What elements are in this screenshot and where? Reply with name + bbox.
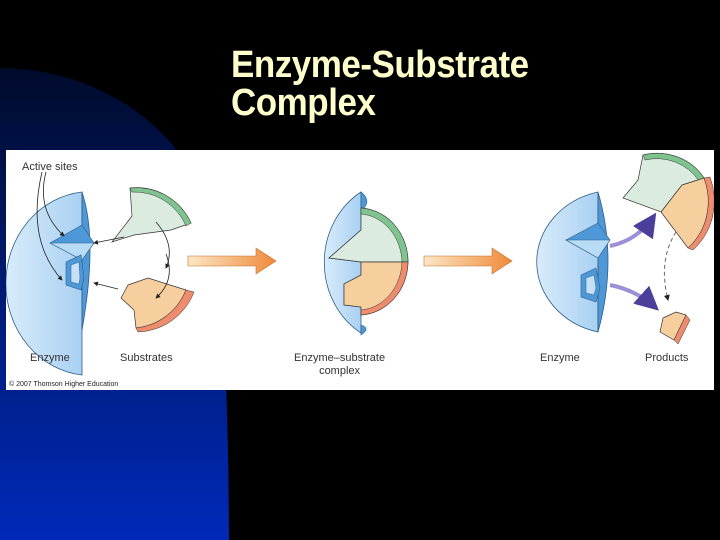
process-arrow-2 bbox=[423, 247, 513, 275]
label-enzyme-right: Enzyme bbox=[540, 352, 580, 364]
label-complex: Enzyme–substrate complex bbox=[294, 352, 385, 378]
copyright-notice: © 2007 Thomson Higher Education bbox=[9, 381, 119, 388]
label-products: Products bbox=[645, 352, 689, 364]
substrate-green bbox=[111, 187, 192, 243]
title-line-2: Complex bbox=[231, 82, 376, 124]
label-enzyme-left: Enzyme bbox=[30, 352, 70, 364]
enzyme-substrate-complex-shape bbox=[323, 191, 409, 336]
slide-title: Enzyme-Substrate Complex bbox=[231, 46, 529, 122]
label-substrates: Substrates bbox=[120, 352, 173, 364]
label-active-sites: Active sites bbox=[22, 161, 78, 173]
product-small bbox=[659, 311, 691, 345]
release-arrow-upper bbox=[609, 212, 657, 248]
diagram-illustration bbox=[6, 152, 714, 376]
dissociation-arrow bbox=[663, 231, 677, 301]
enzyme-right-shape bbox=[536, 191, 611, 333]
label-complex-line1: Enzyme–substrate bbox=[294, 352, 386, 364]
substrate-orange bbox=[120, 277, 195, 333]
enzyme-diagram: Active sites Enzyme Substrates Enzyme–su… bbox=[6, 150, 714, 390]
process-arrow-1 bbox=[187, 247, 277, 275]
label-complex-line2: complex bbox=[319, 365, 361, 377]
title-line-1: Enzyme-Substrate bbox=[231, 44, 529, 86]
release-arrow-lower bbox=[609, 283, 659, 311]
product-large bbox=[622, 152, 714, 251]
enzyme-left-shape bbox=[6, 191, 95, 376]
